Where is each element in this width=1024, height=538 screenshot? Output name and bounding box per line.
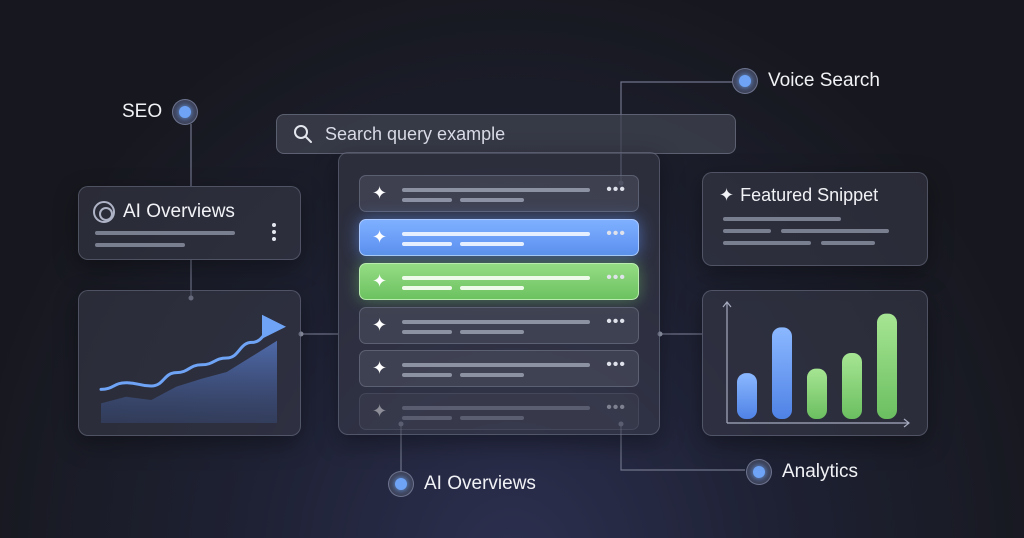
result-row[interactable]: ✦ ••• [359, 350, 639, 387]
bar [877, 313, 897, 419]
sparkle-icon: ✦ [372, 315, 388, 335]
sparkle-icon: ✦ [719, 185, 735, 205]
featured-snippet-title: Featured Snippet [740, 185, 879, 205]
seo-label: SEO [122, 99, 199, 125]
ai-logo-icon [93, 201, 115, 223]
result-snippet-line [460, 373, 524, 377]
result-row[interactable]: ✦ ••• [359, 263, 639, 300]
ai-overviews-dot-icon [388, 471, 414, 497]
analytics-text: Analytics [782, 461, 859, 482]
result-snippet-line [402, 242, 452, 246]
trend-chart [99, 314, 286, 423]
result-title-line [402, 188, 590, 192]
bar [842, 353, 862, 419]
ai-overviews-card-title: AI Overviews [123, 201, 235, 222]
result-snippet-line [460, 242, 524, 246]
search-bar[interactable]: Search query example [276, 114, 736, 154]
sparkle-icon: ✦ [372, 401, 388, 421]
placeholder-line [723, 217, 841, 221]
sparkle-icon: ✦ [372, 358, 388, 378]
voice-search-dot-icon [732, 68, 758, 94]
voice-search-label: Voice Search [732, 68, 880, 94]
featured-snippet-header: ✦ Featured Snippet [719, 185, 878, 206]
result-snippet-line [460, 286, 524, 290]
result-title-line [402, 406, 590, 410]
trend-area [101, 340, 277, 423]
result-snippet-line [402, 373, 452, 377]
result-title-line [402, 276, 590, 280]
more-options-icon[interactable]: ••• [606, 225, 626, 242]
result-snippet-line [402, 198, 452, 202]
placeholder-line [95, 231, 235, 235]
result-snippet-line [402, 286, 452, 290]
ai-overviews-bottom-text: AI Overviews [424, 473, 536, 494]
seo-text: SEO [122, 101, 163, 122]
more-vertical-icon[interactable] [272, 223, 276, 244]
result-snippet-line [460, 198, 524, 202]
more-options-icon[interactable]: ••• [606, 313, 626, 330]
result-title-line [402, 232, 590, 236]
result-title-line [402, 320, 590, 324]
bar [772, 327, 792, 419]
placeholder-line [723, 241, 811, 245]
more-options-icon[interactable]: ••• [606, 269, 626, 286]
bar [807, 368, 827, 419]
result-snippet-line [402, 330, 452, 334]
bar [737, 373, 757, 419]
sparkle-icon: ✦ [372, 227, 388, 247]
search-results-panel: ✦ ••• ✦ ••• ✦ ••• ✦ ••• ✦ ••• ✦ ••• [338, 152, 660, 435]
result-snippet-line [460, 416, 524, 420]
result-row[interactable]: ✦ ••• [359, 393, 639, 430]
placeholder-line [821, 241, 875, 245]
result-row[interactable]: ✦ ••• [359, 307, 639, 344]
voice-search-text: Voice Search [768, 70, 880, 91]
seo-dot-icon [172, 99, 199, 125]
analytics-label: Analytics [746, 459, 858, 485]
result-row[interactable]: ✦ ••• [359, 175, 639, 212]
search-placeholder: Search query example [325, 123, 506, 144]
result-row[interactable]: ✦ ••• [359, 219, 639, 256]
result-snippet-line [460, 330, 524, 334]
placeholder-line [781, 229, 889, 233]
sparkle-icon: ✦ [372, 183, 388, 203]
connector-analytics [620, 424, 745, 471]
placeholder-line [95, 243, 185, 247]
analytics-chart-panel [702, 290, 928, 436]
ai-overviews-bottom-label: AI Overviews [388, 471, 536, 497]
more-options-icon[interactable]: ••• [606, 356, 626, 373]
more-options-icon[interactable]: ••• [606, 181, 626, 198]
trend-chart-panel [78, 290, 301, 436]
placeholder-line [723, 229, 771, 233]
sparkle-icon: ✦ [372, 271, 388, 291]
more-options-icon[interactable]: ••• [606, 399, 626, 416]
trend-line [99, 314, 286, 391]
featured-snippet-card[interactable]: ✦ Featured Snippet [702, 172, 928, 266]
ai-overviews-card[interactable]: AI Overviews [78, 186, 301, 260]
result-snippet-line [402, 416, 452, 420]
result-title-line [402, 363, 590, 367]
search-icon [294, 125, 312, 143]
analytics-dot-icon [746, 459, 772, 485]
analytics-bar-chart [722, 301, 910, 428]
